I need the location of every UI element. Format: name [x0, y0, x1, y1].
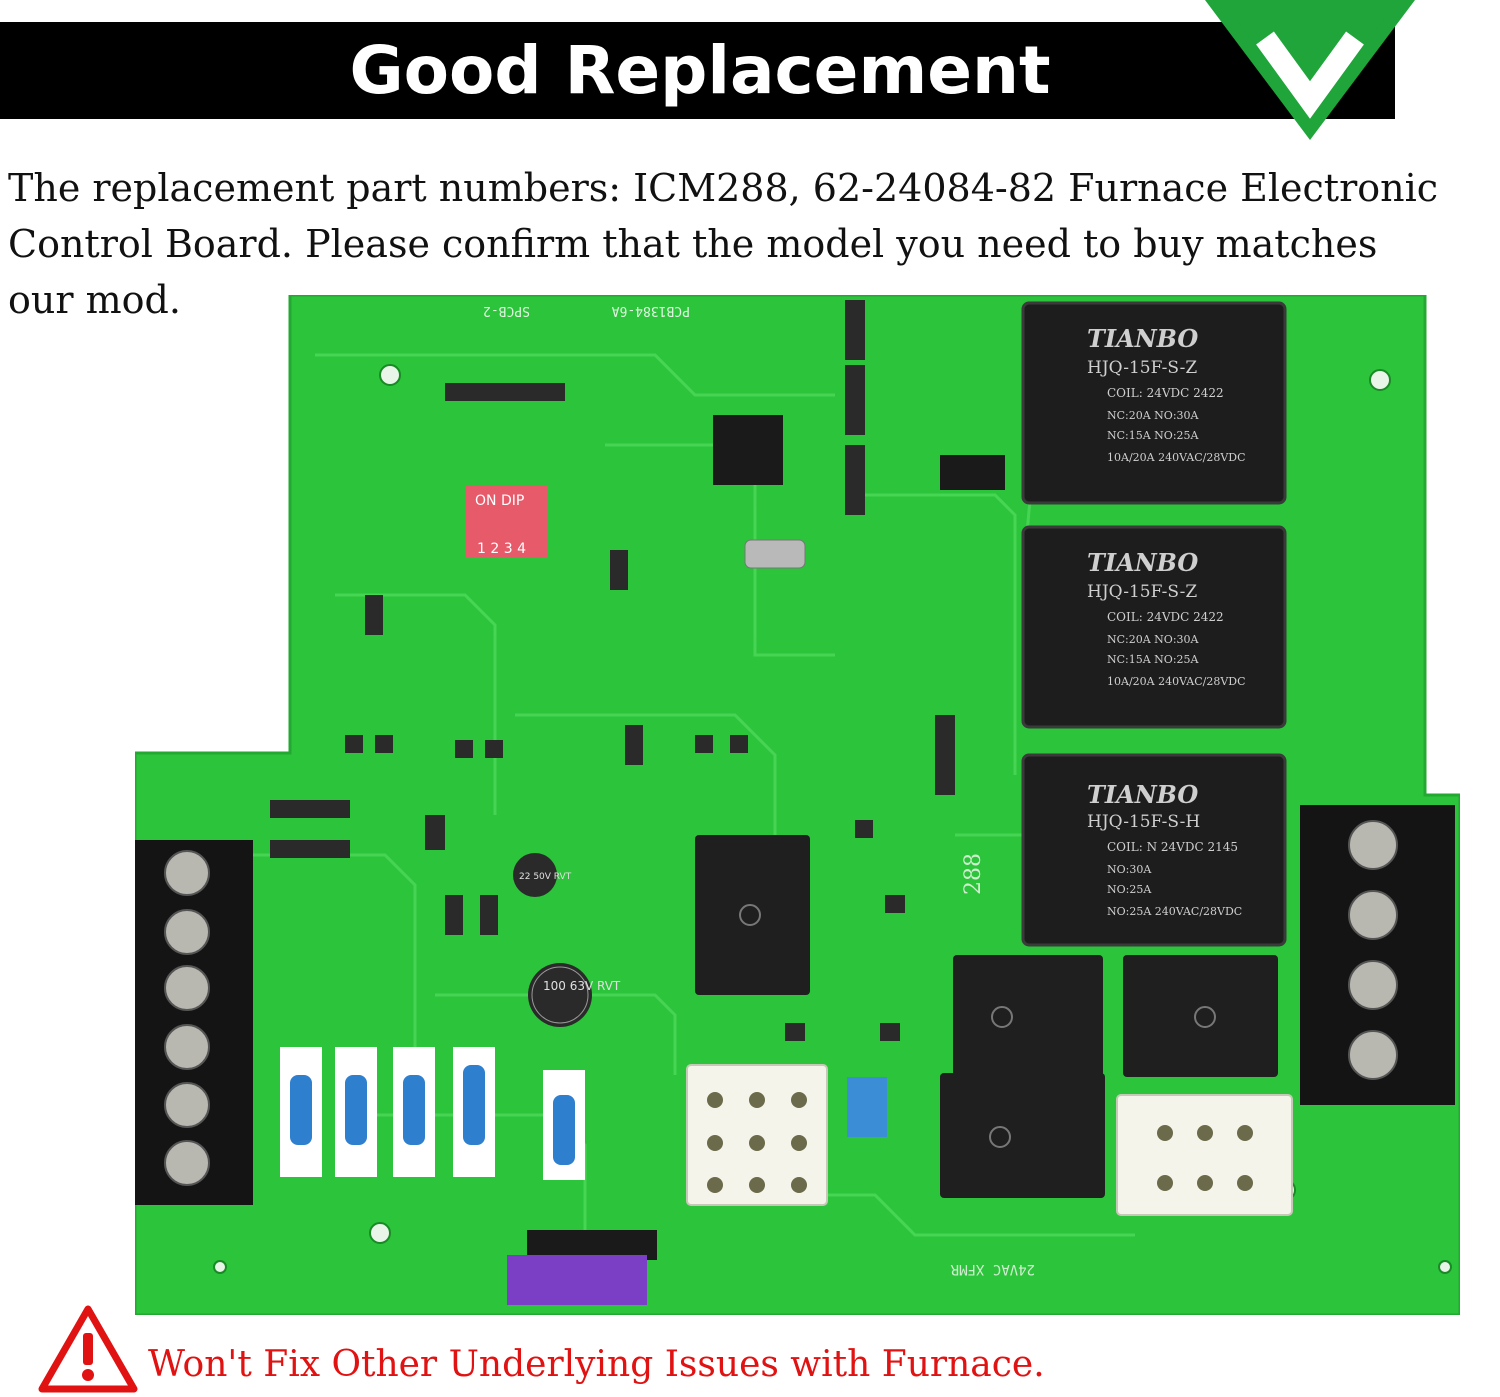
relay-1-spec1: NC:20A NO:30A	[1107, 409, 1200, 422]
relay-1: TIANBO HJQ-15F-S-Z COIL: 24VDC 2422 NC:2…	[1021, 301, 1287, 505]
dip-label: ON DIP	[475, 493, 524, 509]
relay-3-spec2: NO:25A	[1107, 883, 1152, 896]
relay-2-spec2: NC:15A NO:25A	[1107, 653, 1200, 666]
checkmark-icon	[1205, 0, 1415, 140]
power-resistors	[280, 1047, 585, 1180]
relay-3-model: HJQ-15F-S-H	[1087, 812, 1200, 832]
relay-2-spec1: NC:20A NO:30A	[1107, 633, 1200, 646]
molex-connectors	[686, 1064, 1293, 1216]
dip-switch: ON DIP 1 2 3 4	[465, 485, 547, 557]
relay-3-brand: TIANBO	[1087, 780, 1198, 809]
right-terminal-block	[1300, 805, 1455, 1105]
control-board-image: TIANBO HJQ-15F-S-Z COIL: 24VDC 2422 NC:2…	[135, 295, 1460, 1315]
relay-1-coil: COIL: 24VDC 2422	[1107, 386, 1224, 400]
relay-1-model: HJQ-15F-S-Z	[1087, 358, 1197, 378]
description: The replacement part numbers: ICM288, 62…	[8, 160, 1498, 328]
banner-title: Good Replacement	[349, 32, 1051, 109]
description-line-3: our mod.	[8, 278, 181, 322]
relay-1-brand: TIANBO	[1087, 324, 1198, 353]
relay-2-coil: COIL: 24VDC 2422	[1107, 610, 1224, 624]
warning-text: Won't Fix Other Underlying Issues with F…	[148, 1344, 1045, 1385]
pcb-code: PCB1384-6A	[612, 303, 690, 318]
cap2-label: 100 63V RVT	[543, 979, 621, 993]
cap1-label: 22 50V RVT	[519, 872, 572, 882]
warning-icon	[38, 1305, 138, 1393]
relay-3-spec3: NO:25A 240VAC/28VDC	[1107, 905, 1242, 918]
relay-2-spec3: 10A/20A 240VAC/28VDC	[1107, 675, 1246, 688]
xfmr-label: 24VAC XFMR	[950, 1261, 1035, 1277]
microcontroller-chip	[713, 415, 783, 485]
relay-2-model: HJQ-15F-S-Z	[1087, 582, 1197, 602]
relay-2: TIANBO HJQ-15F-S-Z COIL: 24VDC 2422 NC:2…	[1021, 525, 1287, 729]
left-terminal-block	[135, 840, 253, 1205]
relay-1-spec3: 10A/20A 240VAC/28VDC	[1107, 451, 1246, 464]
relay-3-coil: COIL: N 24VDC 2145	[1107, 840, 1238, 854]
description-line-2: Control Board. Please confirm that the m…	[8, 222, 1378, 266]
film-capacitor	[847, 1077, 887, 1137]
small-relays	[695, 835, 1278, 1198]
dip-numbers: 1 2 3 4	[477, 541, 526, 557]
board-number: 288	[961, 853, 986, 895]
relay-2-brand: TIANBO	[1087, 548, 1198, 577]
relay-3: TIANBO HJQ-15F-S-H COIL: N 24VDC 2145 NO…	[1021, 753, 1287, 947]
relay-1-spec2: NC:15A NO:25A	[1107, 429, 1200, 442]
capacitors: 100 63V RVT 22 50V RVT	[513, 853, 621, 1027]
relay-3-spec1: NO:30A	[1107, 863, 1152, 876]
fuse	[507, 1230, 657, 1305]
spcb-code: SPCB-2	[483, 303, 530, 318]
description-line-1: The replacement part numbers: ICM288, 62…	[8, 166, 1439, 210]
header-banner	[0, 22, 1395, 119]
